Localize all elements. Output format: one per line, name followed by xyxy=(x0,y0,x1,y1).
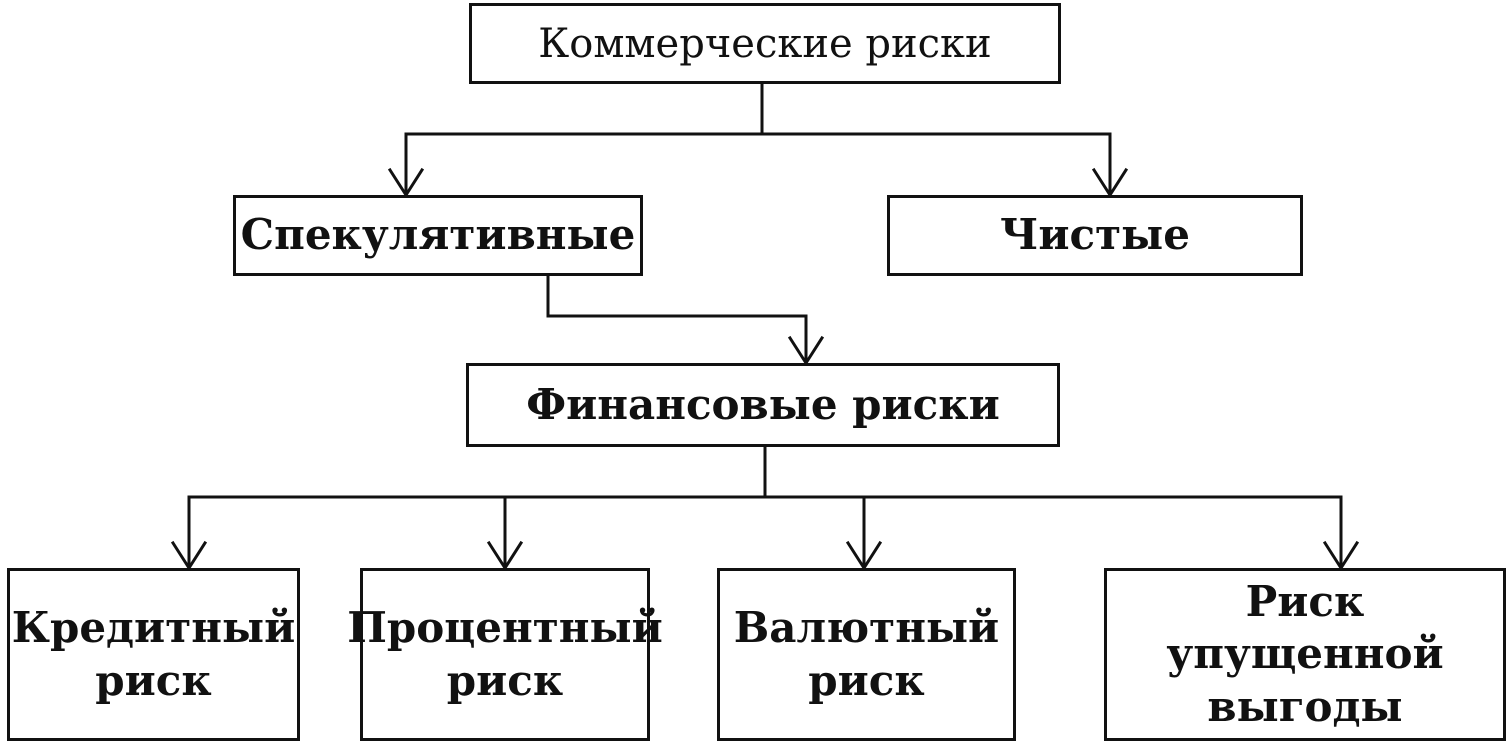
node-speculative-label: Спекулятивные xyxy=(240,210,636,260)
node-currency-risk: Валютный риск xyxy=(717,568,1016,741)
node-lost-profit-risk: Риск упущенной выгоды xyxy=(1104,568,1506,741)
node-interest-risk-label: Процентный риск xyxy=(347,603,663,705)
node-commercial-risks-label: Коммерческие риски xyxy=(538,20,992,67)
node-interest-risk: Процентный риск xyxy=(347,568,663,741)
node-commercial-risks: Коммерческие риски xyxy=(469,3,1061,84)
node-pure: Чистые xyxy=(887,195,1303,276)
node-pure-label: Чистые xyxy=(1000,210,1190,260)
node-lost-profit-risk-label: Риск упущенной выгоды xyxy=(1166,576,1444,731)
node-speculative: Спекулятивные xyxy=(233,195,643,276)
node-financial-risks-label: Финансовые риски xyxy=(526,379,1000,429)
node-credit-risk-label: Кредитный риск xyxy=(11,603,296,705)
node-currency-risk-label: Валютный риск xyxy=(733,603,1000,705)
node-credit-risk: Кредитный риск xyxy=(7,568,300,741)
node-financial-risks: Финансовые риски xyxy=(466,363,1060,447)
